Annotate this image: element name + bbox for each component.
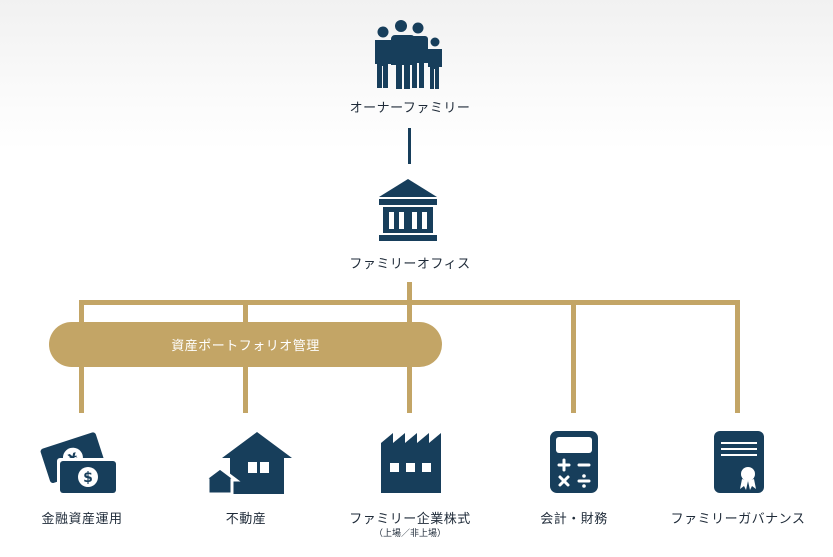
owner-family-label: オーナーファミリー bbox=[349, 101, 471, 116]
financial-assets-label: 金融資産運用 bbox=[41, 512, 123, 527]
portfolio-management-bar: 資産ポートフォリオ管理 bbox=[49, 322, 442, 367]
listed-unlisted-label: （上場／非上場） bbox=[373, 529, 447, 539]
certificate-icon bbox=[714, 431, 764, 493]
real-estate-label: 不動産 bbox=[225, 512, 267, 527]
drop-line-4 bbox=[571, 300, 576, 413]
drop-line-5 bbox=[735, 300, 740, 413]
connector-office-bus bbox=[407, 282, 412, 305]
money-bills-icon: ¥ $ bbox=[40, 432, 116, 494]
family-icon bbox=[375, 20, 442, 89]
portfolio-management-label: 資産ポートフォリオ管理 bbox=[171, 339, 320, 354]
accounting-finance-label: 会計・財務 bbox=[540, 512, 608, 527]
family-company-shares-label: ファミリー企業株式 bbox=[349, 512, 471, 527]
svg-text:$: $ bbox=[83, 470, 93, 486]
family-office-label: ファミリーオフィス bbox=[349, 257, 471, 272]
bank-icon bbox=[379, 179, 437, 241]
houses-icon bbox=[199, 432, 292, 496]
calculator-icon bbox=[550, 431, 598, 493]
factory-icon bbox=[381, 433, 441, 493]
connector-family-office bbox=[408, 128, 411, 164]
family-governance-label: ファミリーガバナンス bbox=[670, 512, 806, 527]
